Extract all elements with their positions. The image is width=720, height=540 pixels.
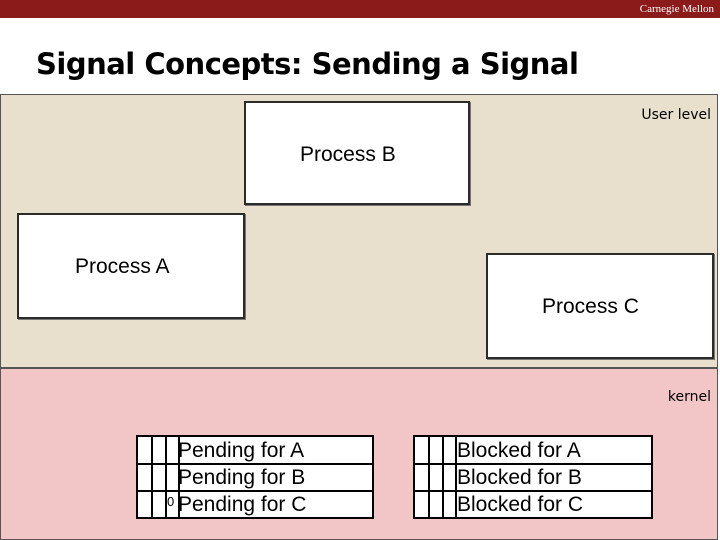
bit-column-divider bbox=[151, 437, 153, 517]
process-b-box: Process B bbox=[244, 101, 470, 205]
row-divider bbox=[415, 463, 651, 465]
row-divider bbox=[138, 490, 372, 492]
bit-column-divider bbox=[428, 437, 430, 517]
bit-column-divider bbox=[178, 437, 180, 517]
pending-bit-value: 0 bbox=[167, 494, 175, 509]
process-b-label: Process B bbox=[300, 143, 396, 166]
process-c-label: Process C bbox=[542, 295, 639, 318]
kernel-label: kernel bbox=[667, 389, 711, 405]
kernel-region: kernel 0 Pending for A Pending for B Pen… bbox=[0, 368, 718, 540]
brand-text: Carnegie Mellon bbox=[639, 3, 714, 15]
header-bar: Carnegie Mellon bbox=[0, 0, 720, 18]
user-level-region: User level Process B Process A Process C bbox=[0, 94, 718, 368]
blocked-row-a: Blocked for A bbox=[457, 439, 581, 462]
row-divider bbox=[415, 490, 651, 492]
process-a-box: Process A bbox=[17, 213, 245, 319]
slide-title: Signal Concepts: Sending a Signal bbox=[36, 47, 579, 81]
blocked-row-c: Blocked for C bbox=[457, 493, 584, 516]
bit-column-divider bbox=[165, 437, 167, 517]
pending-row-c: Pending for C bbox=[178, 493, 307, 516]
blocked-bit-vector bbox=[413, 435, 653, 519]
pending-row-b: Pending for B bbox=[178, 466, 306, 489]
bit-column-divider bbox=[442, 437, 444, 517]
pending-bit-vector bbox=[136, 435, 374, 519]
process-a-label: Process A bbox=[75, 255, 170, 278]
pending-row-a: Pending for A bbox=[178, 439, 305, 462]
row-divider bbox=[138, 463, 372, 465]
bit-column-divider bbox=[455, 437, 457, 517]
user-level-label: User level bbox=[641, 107, 711, 123]
blocked-row-b: Blocked for B bbox=[457, 466, 582, 489]
process-c-box: Process C bbox=[486, 253, 714, 359]
